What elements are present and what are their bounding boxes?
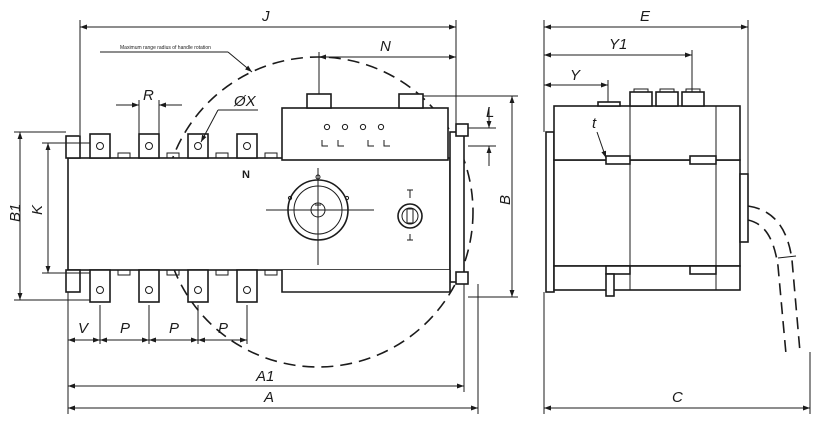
dim-Y1: Y1 [609, 36, 627, 53]
dim-Y: Y [570, 67, 581, 84]
dim-B: B [497, 195, 514, 205]
dim-L: L [486, 104, 494, 121]
front-view: N [65, 56, 474, 368]
dim-P-3: P [218, 320, 228, 337]
rotation-annotation: Maximum range radius of handle rotation [120, 45, 211, 51]
dim-E: E [640, 8, 651, 25]
dim-N: N [380, 38, 391, 55]
top-terminals [89, 133, 278, 159]
front-dimensions: J Maximum range radius of handle rotatio… [7, 8, 518, 414]
left-mount-ear-bottom [65, 269, 81, 293]
side-dimensions: E Y1 Y t C [543, 8, 811, 414]
switch-body [67, 157, 451, 271]
side-view [545, 88, 801, 355]
dim-K: K [29, 204, 46, 215]
right-mount-ear-bottom [455, 271, 469, 285]
dim-B1: B1 [7, 204, 24, 222]
cable-outline-bottom [747, 219, 787, 355]
side-top-box [553, 105, 741, 161]
padlock-icon [397, 189, 423, 241]
handle [266, 168, 374, 265]
dim-P-1: P [120, 320, 130, 337]
connector-right [398, 93, 424, 109]
connector-left [306, 93, 332, 109]
dim-J: J [261, 8, 270, 25]
side-front-plate [545, 131, 555, 293]
left-mount-ear-top [65, 135, 81, 159]
neutral-mark: N [242, 169, 250, 181]
side-rear-plate [739, 173, 749, 243]
dim-P-2: P [169, 320, 179, 337]
dim-V: V [78, 320, 90, 337]
dim-phiX: ØX [233, 93, 257, 110]
cable-outline-top [747, 205, 801, 353]
lower-step [281, 270, 451, 293]
dim-R: R [143, 87, 154, 104]
right-end-cap [449, 131, 465, 283]
bottom-terminals [89, 269, 278, 303]
right-mount-ear-top [455, 123, 469, 137]
dim-C: C [672, 389, 683, 406]
controller-box [281, 107, 449, 161]
dim-t: t [592, 115, 597, 132]
indicator-lights [321, 123, 390, 147]
dim-A1: A1 [255, 368, 274, 385]
dim-A: A [263, 389, 274, 406]
side-main-body [553, 159, 741, 267]
